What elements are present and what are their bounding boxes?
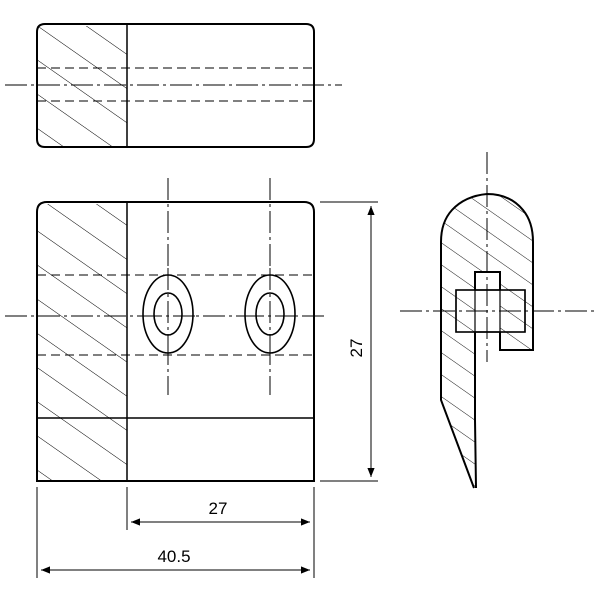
side-section-left-body — [441, 194, 487, 488]
side-section-right-body — [487, 194, 533, 350]
front-view-outline — [36, 201, 315, 482]
top-view — [5, 23, 342, 148]
countersunk-hole-right — [242, 178, 298, 395]
front-view-hatched-section — [37, 204, 127, 480]
countersunk-hole-left — [140, 178, 196, 395]
side-section-view — [400, 152, 598, 489]
height-label: 27 — [347, 339, 366, 358]
width-total-label: 40.5 — [157, 547, 190, 566]
width-inner-label: 27 — [209, 499, 228, 518]
front-view — [5, 178, 328, 482]
side-section-outline — [440, 192, 534, 489]
top-view-hatched-section — [37, 26, 127, 146]
dimensions — [36, 201, 378, 578]
top-view-outline — [36, 23, 315, 148]
